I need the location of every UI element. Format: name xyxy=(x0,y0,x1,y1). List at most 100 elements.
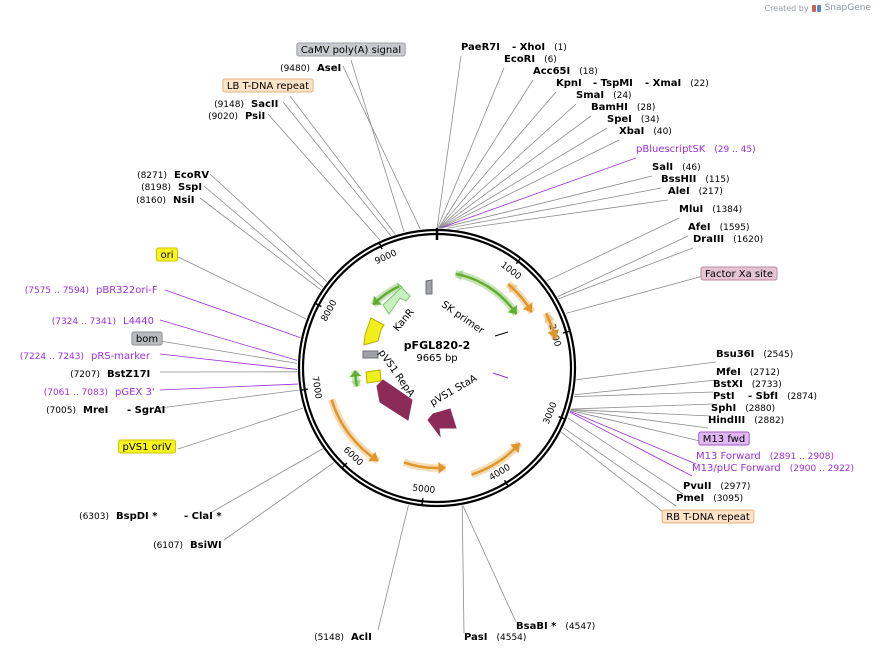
site-name: BsaBI * xyxy=(516,621,557,632)
site-label-xbai[interactable]: XbaI(40) xyxy=(619,126,672,137)
site-label-sacii[interactable]: SacII(9148) xyxy=(214,99,278,110)
site-name: M13/pUC Forward xyxy=(692,463,781,474)
site-label-kpni[interactable]: KpnI xyxy=(556,78,582,89)
feature-label-text: LB T-DNA repeat xyxy=(227,81,309,92)
site-label-alei[interactable]: AleI(217) xyxy=(668,186,723,197)
leader-alei xyxy=(456,199,669,230)
site-position: (2977) xyxy=(720,482,750,492)
feature-label-pvs1-oriv[interactable]: pVS1 oriV xyxy=(118,439,176,454)
site-label-acli[interactable]: AclI(5148) xyxy=(314,632,372,643)
site-position: (2545) xyxy=(763,350,793,360)
site-label-mfei[interactable]: MfeI(2712) xyxy=(716,367,780,378)
site-label-pbluescriptsk[interactable]: pBluescriptSK(29 .. 45) xyxy=(636,144,756,155)
site-label-nsii[interactable]: NsiI(8160) xyxy=(136,195,194,206)
site-label-bsu36i[interactable]: Bsu36I(2545) xyxy=(716,349,793,360)
site-position: (5148) xyxy=(314,633,344,643)
site-label-sgrai[interactable]: - SgrAI xyxy=(127,405,165,416)
site-label-bstxi[interactable]: BstXI(2733) xyxy=(713,379,782,390)
site-label-m13-puc-forward[interactable]: M13/pUC Forward (2900 .. 2922) xyxy=(692,463,854,474)
site-position: (7324 .. 7341) xyxy=(52,317,116,327)
site-label-afei[interactable]: AfeI(1595) xyxy=(688,222,750,233)
feature-label-lb-t-dna-repeat[interactable]: LB T-DNA repeat xyxy=(222,78,314,93)
leader-prs-marker xyxy=(159,353,298,370)
site-label-pbr322ori-f[interactable]: pBR322ori-F(7575 .. 7594) xyxy=(25,285,158,296)
site-label-pvuii[interactable]: PvuII(2977) xyxy=(683,481,750,492)
site-label-asei[interactable]: AseI(9480) xyxy=(280,63,341,74)
site-label-pasi[interactable]: PasI(4554) xyxy=(464,632,526,643)
site-label-sali[interactable]: SalI(46) xyxy=(652,162,701,173)
feature-label-text: RB T-DNA repeat xyxy=(666,512,750,523)
site-label-bstz17i[interactable]: BstZ17I(7207) xyxy=(70,369,150,380)
feature-yellow-small xyxy=(365,369,382,384)
site-label-bamhi[interactable]: BamHI (28) xyxy=(591,102,655,113)
site-label-bsabi[interactable]: BsaBI *(4547) xyxy=(516,621,595,632)
site-label-m13-forward[interactable]: M13 Forward(2891 .. 2908) xyxy=(696,451,834,462)
site-label-clai[interactable]: - ClaI * xyxy=(184,511,222,522)
site-name: PstI xyxy=(713,391,735,402)
site-label-hindiii[interactable]: HindIII(2882) xyxy=(708,415,784,426)
scale-tick-label: 3000 xyxy=(542,401,560,426)
site-name: BstXI xyxy=(713,379,743,390)
feature-label-sk-primer: SK primer xyxy=(439,299,486,337)
feature-label-ori[interactable]: ori xyxy=(155,247,179,262)
site-position: (28) xyxy=(637,103,655,113)
leader-pbluescriptsk xyxy=(440,157,637,229)
site-name: pBluescriptSK xyxy=(636,144,706,155)
site-position: (1) xyxy=(554,43,567,53)
feature-arrow-orange-5-head xyxy=(368,451,379,462)
site-position: (115) xyxy=(705,175,729,185)
site-label-pmei[interactable]: PmeI(3095) xyxy=(676,493,743,504)
site-label-bspdi[interactable]: BspDI *(6303) xyxy=(79,511,158,522)
leader-mrei xyxy=(159,389,299,409)
site-label-ecori[interactable]: EcoRI(6) xyxy=(504,54,557,65)
site-label-spei[interactable]: SpeI(34) xyxy=(607,114,659,125)
site-label-mlui[interactable]: MluI(1384) xyxy=(679,204,742,215)
site-label-sphi[interactable]: SphI(2880) xyxy=(711,403,775,414)
site-label-smai[interactable]: SmaI(24) xyxy=(576,90,632,101)
leader-paer7i xyxy=(436,55,462,229)
feature-label-rb-t-dna-repeat[interactable]: RB T-DNA repeat xyxy=(661,509,755,524)
site-label-l4440[interactable]: L4440(7324 .. 7341) xyxy=(52,316,154,327)
site-label-sbfi[interactable]: - SbfI(2874) xyxy=(748,391,817,402)
site-label-bsiwi[interactable]: BsiWI(6107) xyxy=(153,540,222,551)
feature-label-text: CaMV poly(A) signal xyxy=(301,45,401,56)
leader-bsabi xyxy=(462,505,517,623)
site-label-xmai[interactable]: - XmaI(22) xyxy=(645,78,709,89)
site-label-ecorv[interactable]: EcoRV(8271) xyxy=(137,170,209,181)
feature-label-box xyxy=(131,331,163,346)
site-label-bsshii[interactable]: BssHII(115) xyxy=(661,174,730,185)
site-label-psii[interactable]: PsiI(9020) xyxy=(208,111,265,122)
site-name: AleI xyxy=(668,186,690,197)
feature-label-m13-fwd[interactable]: M13 fwd xyxy=(698,431,750,446)
site-position: (7575 .. 7594) xyxy=(25,286,89,296)
site-position: (2900 .. 2922) xyxy=(790,464,854,474)
feature-label-camv-poly-a-signal[interactable]: CaMV poly(A) signal xyxy=(296,42,406,57)
site-label-sspi[interactable]: SspI(8198) xyxy=(141,182,202,193)
site-name: NsiI xyxy=(173,195,194,206)
site-name: PaeR7I xyxy=(461,42,500,53)
leader-sspi xyxy=(203,185,324,288)
feature-label-bom[interactable]: bom xyxy=(131,331,163,346)
leader-pmei xyxy=(563,427,677,507)
leader-asei xyxy=(342,65,421,230)
site-label-psti[interactable]: PstI xyxy=(713,391,735,402)
primer-mark-2 xyxy=(492,372,509,379)
site-position: (1620) xyxy=(733,235,763,245)
site-label-draiii[interactable]: DraIII(1620) xyxy=(693,234,763,245)
site-name: - SbfI xyxy=(748,391,778,402)
leader-m13-fwd xyxy=(570,410,701,442)
feature-label-factor-xa-site[interactable]: Factor Xa site xyxy=(700,266,778,281)
site-label-acc65i[interactable]: Acc65I(18) xyxy=(533,66,598,77)
site-label-prs-marker[interactable]: pRS-marker(7224 .. 7243) xyxy=(20,351,151,362)
leader-m13-puc-forward xyxy=(569,411,693,477)
site-name: BamHI xyxy=(591,102,628,113)
site-label-mrei[interactable]: MreI(7005) xyxy=(46,405,108,416)
site-label-paer7i[interactable]: PaeR7I xyxy=(461,42,500,53)
site-label-pgex-3[interactable]: pGEX 3'(7061 .. 7083) xyxy=(44,387,155,398)
site-label-xhoi[interactable]: - XhoI(1) xyxy=(512,42,567,53)
leader-ecori xyxy=(437,67,505,229)
site-position: (40) xyxy=(653,127,671,137)
scale-tick-label: 9000 xyxy=(374,248,399,267)
site-position: (6) xyxy=(544,55,557,65)
site-label-tspmi[interactable]: - TspMI xyxy=(593,78,633,89)
